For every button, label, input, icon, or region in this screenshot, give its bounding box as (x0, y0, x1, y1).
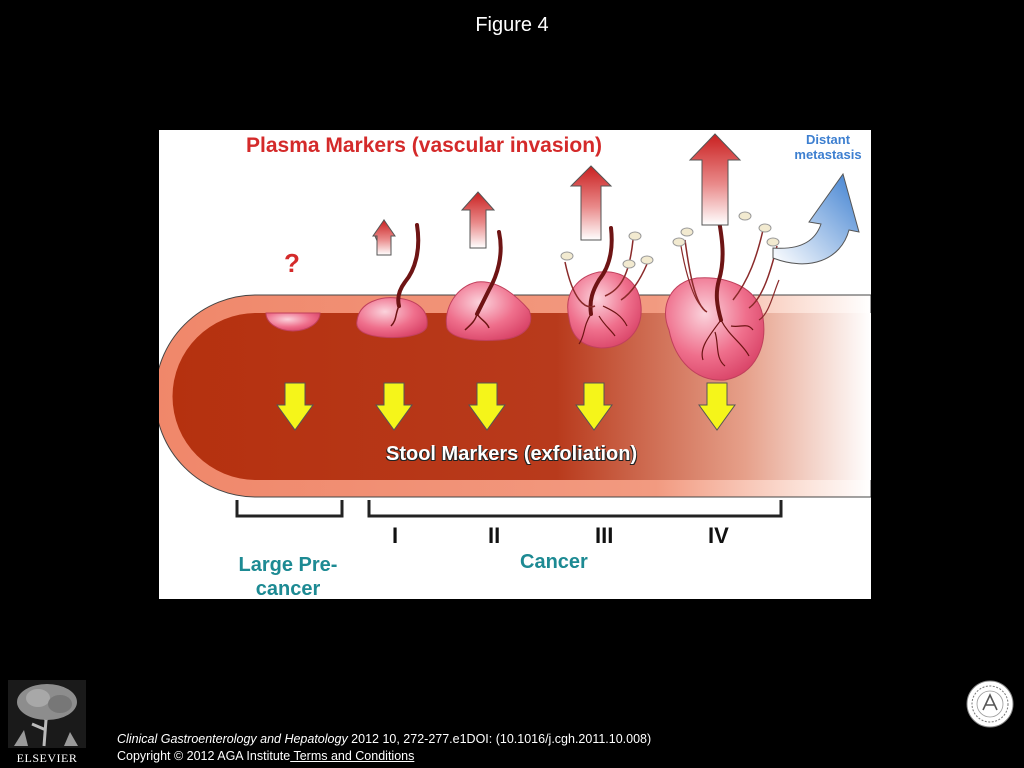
plasma-arrow-stage-1-shape (372, 219, 396, 256)
stool-arrow-stage-1 (375, 382, 413, 431)
plasma-markers-label: Plasma Markers (vascular invasion) (246, 134, 603, 157)
copyright-line: Copyright © 2012 AGA Institute Terms and… (117, 748, 651, 765)
terms-and-conditions-link[interactable]: Terms and Conditions (290, 749, 415, 763)
stage-label-4: IV (708, 523, 729, 548)
stage-label-2: II (488, 523, 501, 548)
metastasis-arrow (772, 172, 860, 265)
aga-seal-logo (966, 680, 1014, 728)
elsevier-wordmark: ELSEVIER (16, 751, 78, 765)
stool-arrow-precancer (276, 382, 314, 431)
precancer-label: Large Pre-cancer (238, 554, 338, 599)
cancer-label: Cancer (520, 551, 588, 573)
plasma-arrow-stage-2 (460, 191, 496, 249)
cancer-bracket (367, 500, 783, 518)
tumor-stage-2 (445, 230, 531, 341)
diagram-panel: Plasma Markers (vascular invasion) Dista… (159, 130, 871, 599)
citation-line: Clinical Gastroenterology and Hepatology… (117, 731, 651, 748)
precancer-bracket (235, 500, 344, 518)
tumor-stage-1 (356, 223, 428, 339)
citation-block: Clinical Gastroenterology and Hepatology… (117, 731, 651, 765)
precancer-lesion (265, 312, 321, 332)
journal-name: Clinical Gastroenterology and Hepatology (117, 732, 348, 746)
colon-diagram (159, 133, 871, 518)
stage-label-1: I (392, 523, 399, 548)
elsevier-tree-logo (8, 680, 86, 748)
tumor-stage-4 (665, 208, 780, 381)
copyright-text: Copyright © 2012 AGA Institute (117, 749, 291, 763)
plasma-arrow-stage-3 (569, 165, 613, 241)
plasma-arrow-stage-4 (688, 133, 742, 226)
citation-details: 2012 10, 272-277.e1DOI: (10.1016/j.cgh.2… (347, 732, 652, 746)
stage-label-3: III (595, 523, 614, 548)
question-mark: ? (284, 248, 300, 278)
figure-title: Figure 4 (475, 14, 549, 36)
distant-metastasis-label: Distant metastasis (794, 132, 862, 162)
stool-arrow-stage-4 (698, 382, 736, 431)
tumor-stage-3 (560, 226, 654, 349)
stool-markers-label: Stool Markers (exfoliation) (386, 443, 638, 465)
stool-arrow-stage-2 (468, 382, 506, 431)
stool-arrow-stage-3 (575, 382, 613, 431)
